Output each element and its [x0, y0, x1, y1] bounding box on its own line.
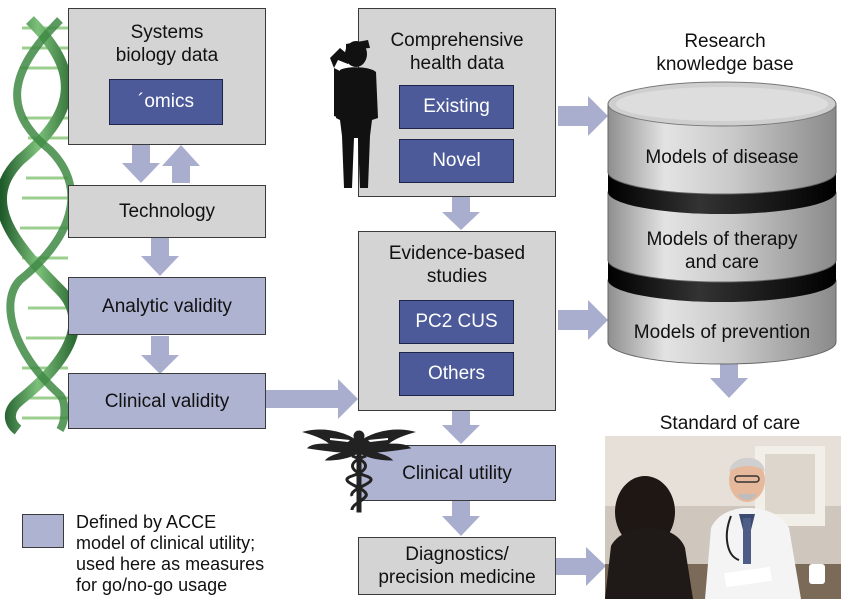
knowledge-base-title: Research knowledge base — [656, 31, 794, 75]
legend-text: Defined by ACCE model of clinical utilit… — [76, 512, 265, 595]
arrow-clinval-to-evidence — [265, 379, 358, 419]
saluting-soldier-icon — [330, 40, 378, 188]
arrow-evidence-to-kb — [558, 300, 608, 340]
caduceus-icon — [302, 429, 416, 513]
clinical-utility-box: Clinical utility — [358, 445, 556, 501]
systems-biology-box: Systems biology data ´omics — [68, 8, 266, 145]
standard-of-care-title: Standard of care — [659, 413, 801, 434]
pc2cus-box: PC2 CUS — [399, 300, 514, 344]
arrow-analytic-to-clinical — [141, 336, 179, 374]
evidence-studies-box: Evidence-based studies PC2 CUS Others — [358, 231, 556, 411]
novel-box: Novel — [399, 139, 514, 183]
arrow-kb-to-standard — [710, 364, 748, 398]
arrow-utility-to-diagnostics — [442, 500, 480, 536]
others-box: Others — [399, 352, 514, 396]
arrow-tech-to-sysbio — [162, 145, 200, 183]
arrow-sysbio-to-tech — [122, 145, 160, 183]
arrow-tech-to-analytic — [141, 237, 179, 276]
legend-swatch — [22, 514, 64, 548]
evidence-studies-label: Evidence-based studies — [388, 243, 526, 287]
arrow-evidence-to-utility — [442, 410, 480, 444]
arrow-health-to-evidence — [442, 197, 480, 230]
clinical-validity-box: Clinical validity — [68, 373, 266, 429]
doctor-photo — [605, 436, 841, 599]
models-prevention-label: Models of prevention — [633, 322, 811, 343]
systems-biology-label: Systems biology data — [115, 22, 219, 66]
analytic-validity-box: Analytic validity — [68, 277, 266, 335]
models-therapy-label: Models of therapy and care — [646, 229, 798, 273]
health-data-label: Comprehensive health data — [390, 30, 524, 74]
omics-box: ´omics — [109, 79, 223, 125]
knowledge-base-cylinder — [607, 81, 837, 365]
technology-box: Technology — [68, 185, 266, 238]
existing-box: Existing — [399, 85, 514, 129]
models-disease-label: Models of disease — [645, 147, 799, 168]
health-data-box: Comprehensive health data Existing Novel — [358, 8, 556, 197]
arrow-health-to-kb — [558, 96, 608, 136]
diagnostics-box: Diagnostics/ precision medicine — [358, 537, 556, 595]
arrow-diagnostics-to-care — [556, 547, 606, 586]
